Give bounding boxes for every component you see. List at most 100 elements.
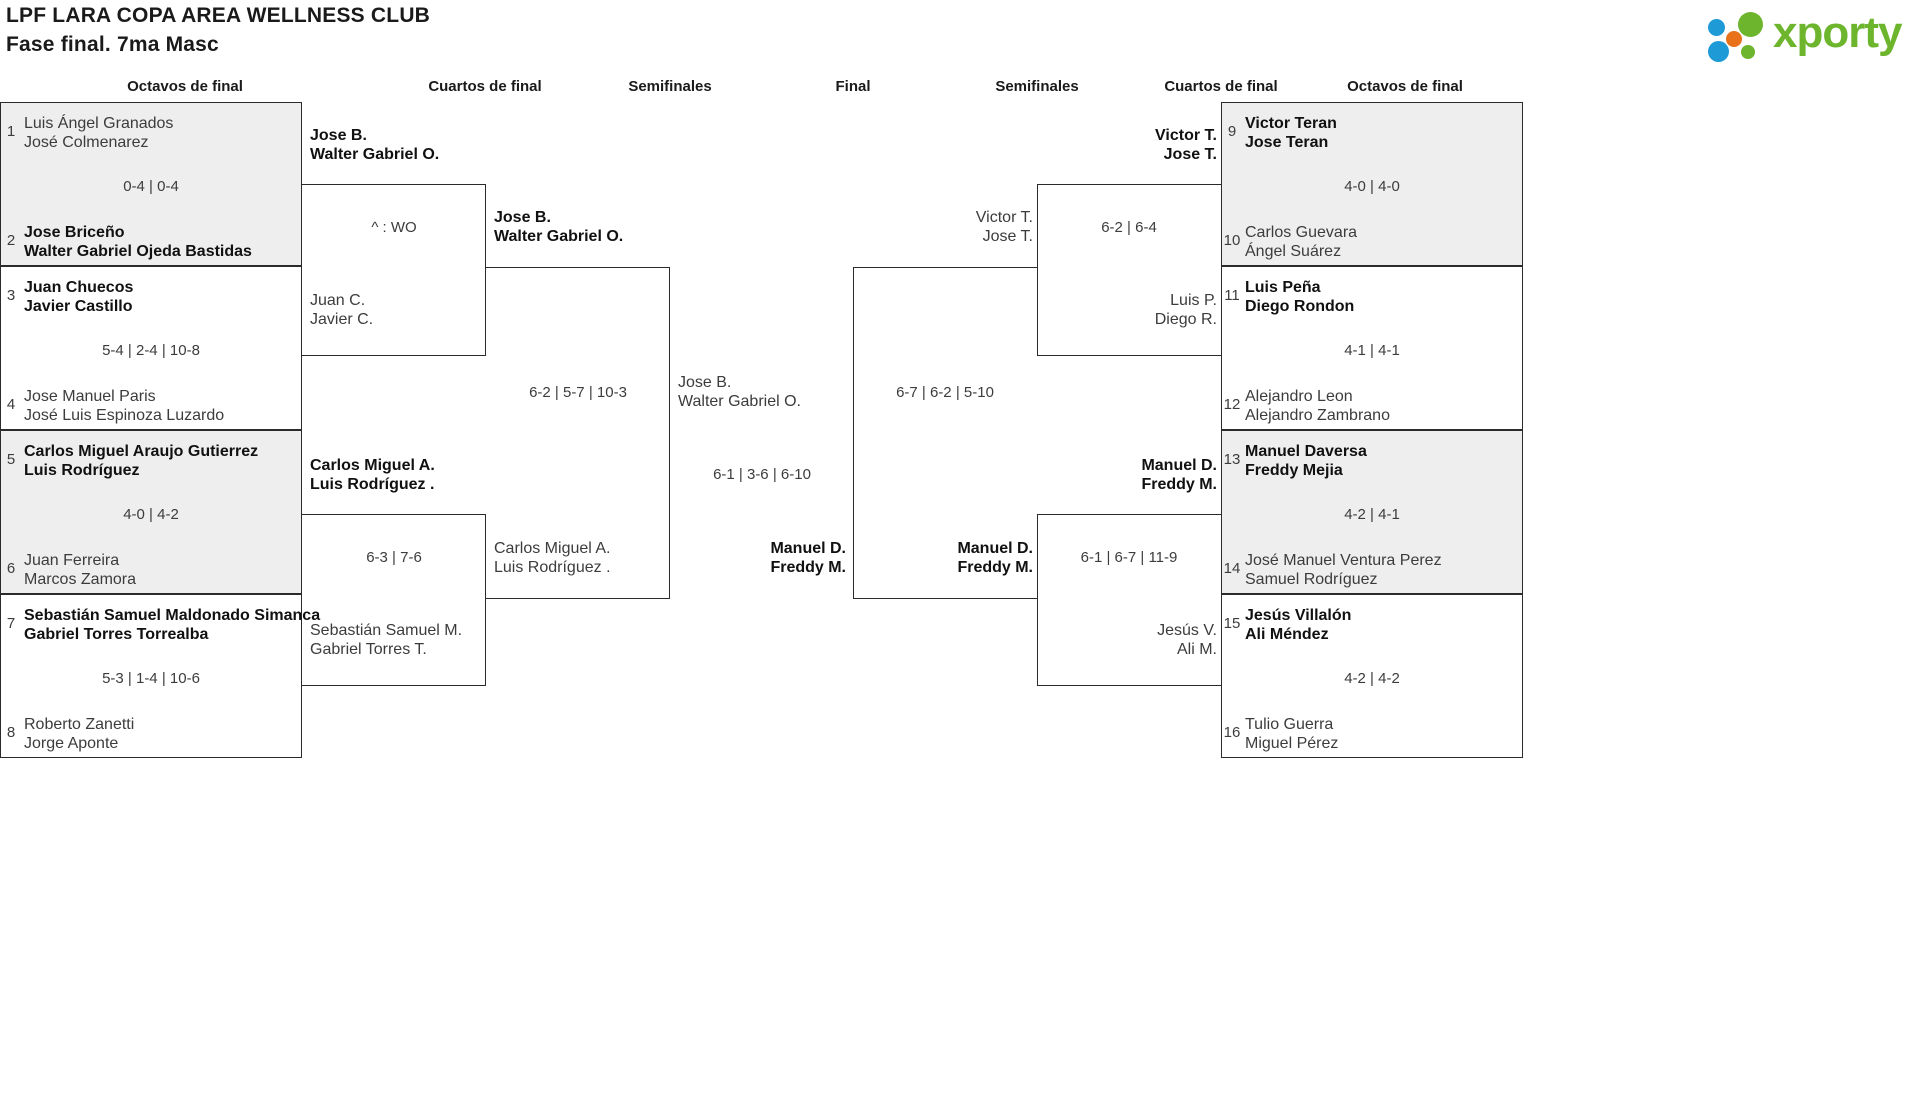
team-name: Jose B. (310, 127, 367, 144)
match-box-r16r-4[interactable] (1221, 594, 1523, 758)
round-heading-sf-left: Semifinales (628, 78, 712, 95)
team-name: José Colmenarez (24, 134, 149, 151)
team-name: Luis P. (1170, 292, 1217, 309)
seed-number: 11 (1224, 287, 1240, 304)
team-name: Samuel Rodríguez (1245, 571, 1378, 588)
seed-number: 5 (6, 451, 16, 468)
team-name: Manuel D. (1141, 457, 1217, 474)
seed-number: 14 (1223, 560, 1241, 577)
match-box-r16r-3[interactable] (1221, 430, 1523, 594)
round-heading-final: Final (835, 78, 871, 95)
logo-wordmark: xporty (1773, 8, 1902, 57)
connector-qf-right-2 (1037, 514, 1221, 686)
champion-name: Freddy M. (770, 559, 846, 576)
team-name: Jose Teran (1245, 134, 1329, 151)
team-name: Juan Ferreira (24, 552, 120, 569)
team-name: Jose T. (1163, 146, 1217, 163)
round-heading-r16-right: Octavos de final (1347, 78, 1463, 95)
connector-qf-right-1 (1037, 184, 1221, 356)
match-box-r16r-2[interactable] (1221, 266, 1523, 430)
match-score: 4-2 | 4-2 (1344, 670, 1400, 687)
match-score: 4-0 | 4-0 (1344, 178, 1400, 195)
page-title: LPF LARA COPA AREA WELLNESS CLUB (6, 4, 431, 27)
team-name: Victor T. (1155, 127, 1217, 144)
team-name: Carlos Miguel A. (494, 540, 611, 557)
team-name: Jorge Aponte (24, 735, 119, 752)
connector-sf-right-1 (853, 267, 1037, 599)
team-name: Freddy Mejia (1245, 462, 1343, 479)
team-name: Jesús V. (1157, 622, 1217, 639)
finalist-left-name: Walter Gabriel O. (678, 393, 801, 410)
match-score: 5-3 | 1-4 | 10-6 (102, 670, 200, 687)
team-name: Jose Briceño (24, 224, 125, 241)
team-name: Walter Gabriel Ojeda Bastidas (24, 243, 252, 260)
match-score: 4-1 | 4-1 (1344, 342, 1400, 359)
team-name: Ángel Suárez (1245, 243, 1342, 260)
team-name: Jose Manuel Paris (24, 388, 156, 405)
team-name: Alejandro Leon (1245, 388, 1353, 405)
team-name: Sebastián Samuel M. (310, 622, 463, 639)
team-name: Marcos Zamora (24, 571, 137, 588)
finalist-left-name: Jose B. (678, 374, 732, 391)
team-name: Jose B. (494, 209, 551, 226)
match-score: 6-7 | 6-2 | 5-10 (896, 384, 994, 401)
team-name: Sebastián Samuel Maldonado Simanca (24, 607, 321, 624)
logo-dot-green-small (1741, 45, 1755, 59)
seed-number: 10 (1223, 232, 1241, 249)
match-box-r16l-2[interactable] (0, 266, 302, 430)
match-box-r16l-3[interactable] (0, 430, 302, 594)
team-name: Luis Rodríguez . (310, 476, 435, 493)
team-name: Roberto Zanetti (24, 716, 135, 733)
xporty-logo: xporty (1700, 5, 1910, 63)
connector-qf-left-1 (302, 184, 486, 356)
seed-number: 12 (1223, 396, 1241, 413)
seed-number: 9 (1227, 123, 1237, 140)
match-score: 6-3 | 7-6 (366, 549, 422, 566)
seed-number: 13 (1223, 451, 1241, 468)
connector-qf-left-2 (302, 514, 486, 686)
team-name: Manuel Daversa (1245, 443, 1367, 460)
match-box-r16r-1[interactable] (1221, 102, 1523, 266)
team-name: Gabriel Torres T. (310, 641, 427, 658)
match-box-r16l-4[interactable] (0, 594, 302, 758)
logo-dot-green-large (1738, 12, 1763, 37)
team-name: Ali M. (1177, 641, 1217, 658)
seed-number: 7 (6, 615, 16, 632)
team-name: Carlos Miguel A. (310, 457, 435, 474)
match-score: 4-2 | 4-1 (1344, 506, 1400, 523)
seed-number: 3 (6, 287, 16, 304)
team-name: Miguel Pérez (1245, 735, 1339, 752)
seed-number: 4 (6, 396, 16, 413)
team-name: Victor T. (975, 209, 1033, 226)
team-name: Diego R. (1154, 311, 1217, 328)
match-score: 4-0 | 4-2 (123, 506, 179, 523)
logo-dot-blue-large (1708, 41, 1729, 62)
round-heading-r16-left: Octavos de final (127, 78, 243, 95)
match-score: ^ : WO (371, 219, 417, 236)
match-box-r16l-1[interactable] (0, 102, 302, 266)
team-name: Carlos Miguel Araujo Gutierrez (24, 443, 259, 460)
team-name: Juan Chuecos (24, 279, 134, 296)
match-score: 6-2 | 5-7 | 10-3 (529, 384, 627, 401)
team-name: Luis Peña (1245, 279, 1321, 296)
team-name: Luis Rodríguez . (494, 559, 611, 576)
seed-number: 8 (6, 724, 16, 741)
team-name: Manuel D. (957, 540, 1033, 557)
seed-number: 6 (6, 560, 16, 577)
team-name: Freddy M. (1141, 476, 1217, 493)
round-heading-sf-right: Semifinales (995, 78, 1079, 95)
round-heading-qf-left: Cuartos de final (428, 78, 542, 95)
match-score: 0-4 | 0-4 (123, 178, 179, 195)
final-score: 6-1 | 3-6 | 6-10 (713, 466, 811, 483)
team-name: Ali Méndez (1245, 626, 1329, 643)
seed-number: 2 (6, 232, 16, 249)
page-subtitle: Fase final. 7ma Masc (6, 33, 219, 56)
seed-number: 15 (1223, 615, 1241, 632)
logo-dot-orange (1726, 31, 1742, 47)
team-name: José Luis Espinoza Luzardo (24, 407, 225, 424)
team-name: Gabriel Torres Torrealba (24, 626, 209, 643)
team-name: José Manuel Ventura Perez (1245, 552, 1442, 569)
match-score: 6-2 | 6-4 (1101, 219, 1157, 236)
team-name: Victor Teran (1245, 115, 1337, 132)
team-name: Javier C. (310, 311, 374, 328)
